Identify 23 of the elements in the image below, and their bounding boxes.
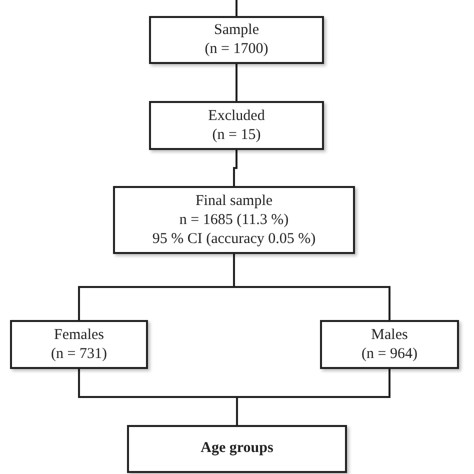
- process-box: [113, 186, 355, 254]
- box-text: n = 1685 (11.3 %): [179, 210, 289, 230]
- process-box: [127, 425, 347, 473]
- box-text: (n = 15): [212, 126, 261, 144]
- process-box: [149, 101, 324, 150]
- box-text: Sample: [214, 21, 259, 40]
- box-text: (n = 1700): [204, 40, 268, 59]
- process-box: [10, 320, 148, 369]
- box-text: Excluded: [208, 106, 265, 126]
- box-text: (n = 964): [362, 344, 418, 364]
- box-text: Females: [54, 326, 104, 344]
- process-box: [320, 320, 459, 369]
- box-text: (n = 731): [51, 344, 107, 364]
- box-text: Final sample: [195, 192, 273, 210]
- process-box: [149, 16, 324, 64]
- box-text: 95 % CI (accuracy 0.05 %): [152, 230, 316, 248]
- connector-line: [233, 254, 390, 320]
- box-text: Age groups: [200, 439, 274, 458]
- connector-line: [236, 64, 238, 101]
- box-text: Males: [371, 326, 408, 344]
- connector-line: [236, 0, 238, 16]
- connector-line: [233, 150, 238, 186]
- connector-line: [236, 369, 390, 425]
